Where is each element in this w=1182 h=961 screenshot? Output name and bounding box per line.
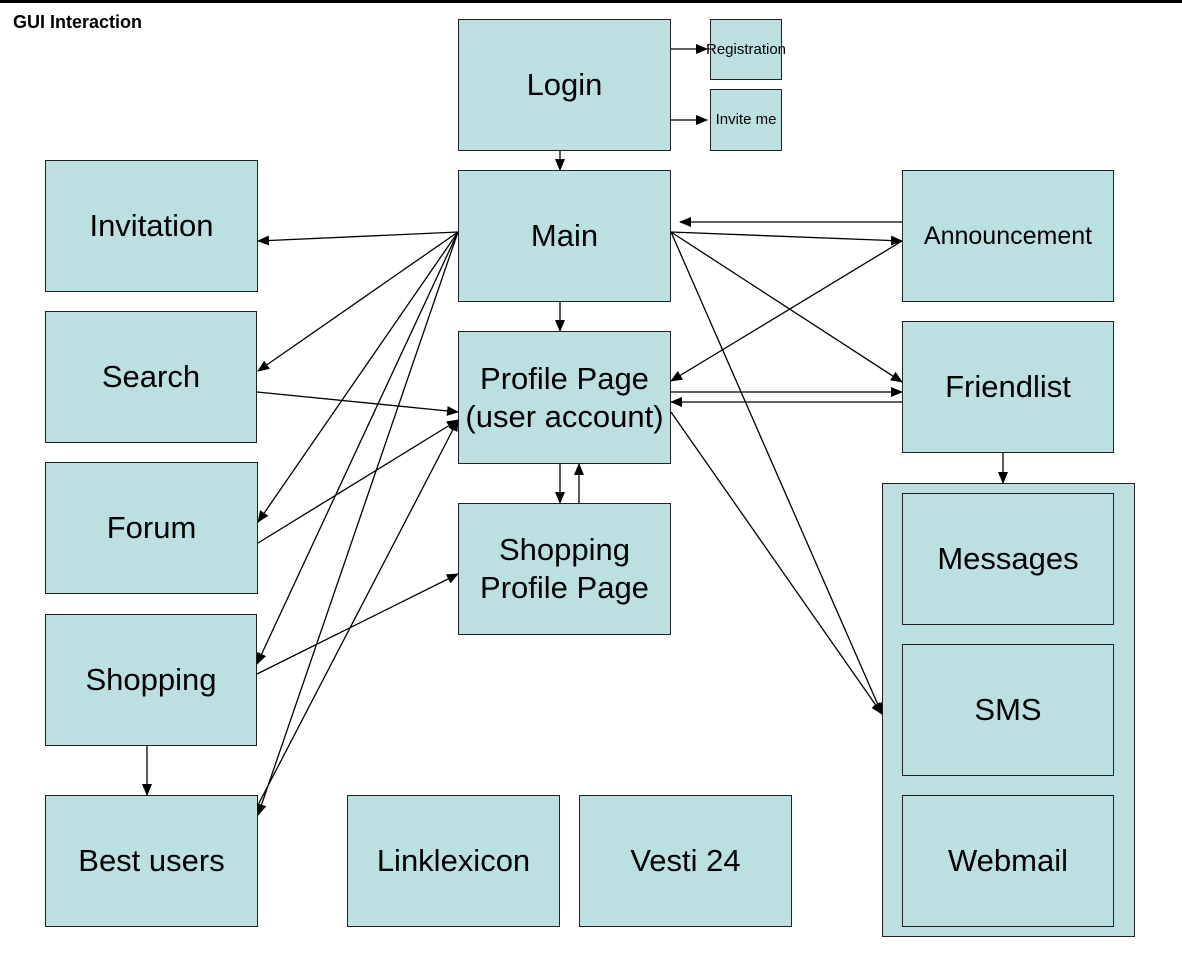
node-shopping: Shopping bbox=[45, 614, 257, 746]
node-messages: Messages bbox=[902, 493, 1114, 625]
arrow-main-shopping bbox=[256, 231, 459, 665]
top-rule bbox=[0, 0, 1182, 3]
node-shopping-profile-page: Shopping Profile Page bbox=[458, 503, 671, 635]
node-profile-page: Profile Page (user account) bbox=[458, 331, 671, 464]
node-search: Search bbox=[45, 311, 257, 443]
arrow-forum-profile bbox=[257, 419, 459, 544]
node-sms: SMS bbox=[902, 644, 1114, 776]
arrow-main-invitation bbox=[257, 231, 459, 246]
node-friendlist: Friendlist bbox=[902, 321, 1114, 453]
diagram-title: GUI Interaction bbox=[13, 12, 143, 32]
arrow-search-profile bbox=[256, 391, 459, 416]
node-registration: Registration bbox=[706, 19, 786, 80]
arrow-profile-messaging bbox=[670, 411, 883, 715]
node-linklexicon: Linklexicon bbox=[347, 795, 560, 927]
arrow-main-forum bbox=[257, 231, 459, 523]
arrow-main-announcement bbox=[670, 231, 903, 246]
node-login: Login bbox=[458, 19, 671, 151]
arrow-main-messaging bbox=[670, 231, 883, 715]
arrow-shopping-shopping-profile bbox=[256, 573, 459, 675]
node-webmail: Webmail bbox=[902, 795, 1114, 927]
node-announcement: Announcement bbox=[902, 170, 1114, 302]
arrow-main-friendlist bbox=[670, 231, 903, 383]
arrow-announcement-profile bbox=[670, 240, 903, 382]
arrow-best-users-profile bbox=[257, 419, 459, 806]
node-best-users: Best users bbox=[45, 795, 258, 927]
arrow-main-search bbox=[257, 231, 459, 372]
arrow-main-best-users bbox=[256, 231, 459, 816]
node-vesti24: Vesti 24 bbox=[579, 795, 792, 927]
node-invite-me: Invite me bbox=[710, 89, 782, 151]
node-forum: Forum bbox=[45, 462, 258, 594]
node-invitation: Invitation bbox=[45, 160, 258, 292]
